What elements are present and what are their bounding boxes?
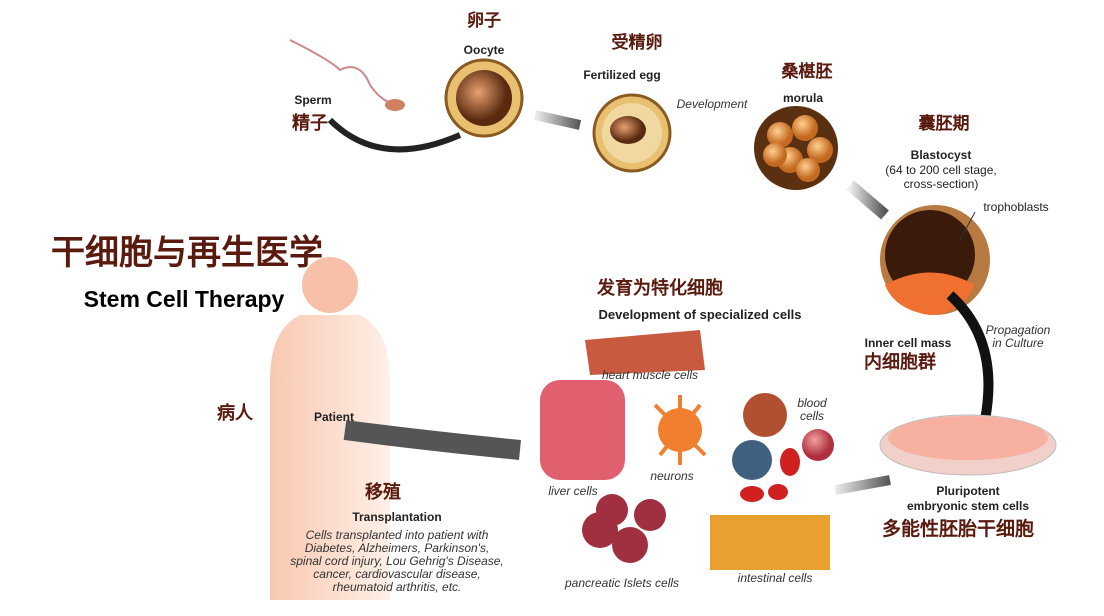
- fertilized-label-zh: 受精卵: [611, 33, 663, 53]
- liver-label: liver cells: [548, 484, 598, 498]
- pluripotent-label-1: Pluripotent: [936, 484, 1000, 498]
- morula-label-zh: 桑椹胚: [781, 62, 833, 82]
- blastocyst-note-2: cross-section): [903, 177, 979, 191]
- arrow-dish-to-cells: [834, 475, 891, 495]
- sperm-label: Sperm: [294, 93, 332, 107]
- oocyte-icon: [444, 58, 524, 138]
- neuron-icon: [653, 395, 707, 465]
- culture-dish-icon: [879, 414, 1057, 476]
- specialized-title-zh: 发育为特化细胞: [597, 278, 723, 299]
- title-zh: 干细胞与再生医学: [51, 233, 323, 273]
- pluripotent-label-2: embryonic stem cells: [906, 499, 1030, 513]
- fertilized-egg-icon: [592, 93, 672, 173]
- transplant-line: Diabetes, Alzheimers, Parkinson's,: [304, 541, 490, 555]
- arrow-oocyte-to-egg: [533, 110, 582, 130]
- pancreatic-label: pancreatic Islets cells: [564, 576, 680, 590]
- sperm-label-zh: 精子: [292, 113, 328, 134]
- blood-label-1: blood: [797, 396, 827, 410]
- heart-muscle-cells-icon: [585, 330, 705, 375]
- inner-cell-mass-label-zh: 内细胞群: [864, 352, 936, 373]
- morula-icon: [754, 106, 838, 190]
- inner-cell-mass-label: Inner cell mass: [864, 336, 952, 350]
- oocyte-label-zh: 卵子: [467, 11, 501, 31]
- patient-label-zh: 病人: [217, 403, 253, 424]
- liver-cells-icon: [540, 380, 625, 480]
- arrow-morula-to-blastocyst: [846, 180, 889, 220]
- arrow-culture: [946, 291, 994, 421]
- fertilized-label: Fertilized egg: [583, 68, 661, 82]
- trophoblasts-label: trophoblasts: [983, 200, 1049, 214]
- blastocyst-note-1: (64 to 200 cell stage,: [885, 163, 997, 177]
- morula-label: morula: [782, 91, 824, 105]
- intestinal-cells-icon: [710, 515, 830, 570]
- transplant-line: rheumatoid arthritis, etc.: [332, 580, 462, 594]
- arrow-transplant: [343, 420, 521, 460]
- heart-muscle-label: heart muscle cells: [601, 368, 699, 382]
- transplant-line: spinal cord injury, Lou Gehrig's Disease…: [290, 554, 504, 568]
- arrow-sperm-to-oocyte: [327, 117, 462, 153]
- blastocyst-icon: [880, 205, 990, 315]
- neurons-label: neurons: [650, 469, 694, 483]
- intestinal-label: intestinal cells: [737, 571, 813, 585]
- blastocyst-label: Blastocyst: [910, 148, 972, 162]
- transplant-line: Cells transplanted into patient with: [305, 528, 489, 542]
- specialized-title: Development of specialized cells: [598, 307, 802, 322]
- title-en: Stem Cell Therapy: [83, 286, 285, 312]
- sperm-icon: [289, 39, 405, 111]
- pluripotent-label-zh: 多能性胚胎干细胞: [881, 518, 1035, 540]
- propagation-label-1: Propagation: [985, 323, 1051, 337]
- transplant-label-zh: 移殖: [365, 482, 401, 503]
- blood-label-2: cells: [799, 409, 825, 423]
- blastocyst-label-zh: 囊胚期: [918, 114, 970, 134]
- blood-cells-icon: [732, 393, 834, 502]
- transplant-label: Transplantation: [352, 510, 442, 524]
- transplant-line: cancer, cardiovascular disease,: [313, 567, 481, 581]
- development-label: Development: [676, 97, 748, 111]
- patient-silhouette: [270, 257, 390, 600]
- propagation-label-2: in Culture: [992, 336, 1044, 350]
- pancreatic-cells-icon: [582, 494, 666, 563]
- patient-label: Patient: [313, 410, 355, 424]
- oocyte-label: Oocyte: [463, 43, 505, 57]
